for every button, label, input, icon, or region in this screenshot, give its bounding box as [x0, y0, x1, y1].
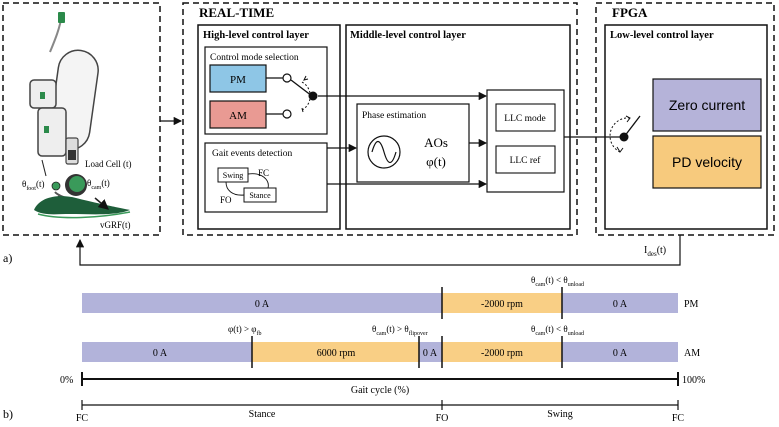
- llc-switch-direction-icon: [609, 117, 631, 153]
- realtime-panel: [182, 2, 578, 236]
- am-flipover-condition: θcam(t) > θflipover: [372, 324, 428, 337]
- cam-sensor-icon: [69, 176, 85, 192]
- am-unload-condition: θcam(t) < θunload: [531, 324, 584, 337]
- phase-stance-label: Stance: [249, 409, 276, 420]
- fpga-panel: [595, 2, 775, 236]
- ankle-prosthesis-illustration: [29, 12, 131, 219]
- high-level-layer: [197, 24, 341, 230]
- theta-foot-label: θfoot(t): [22, 179, 44, 192]
- aos-label: AOs: [424, 135, 448, 150]
- llc-switch-arm: [623, 115, 641, 138]
- am-segment-0a-mid: [419, 342, 442, 362]
- pd-velocity-block: [652, 135, 762, 189]
- am-segment-label-4: -2000 rpm: [481, 348, 523, 359]
- pm-segment-0a-end: [562, 293, 678, 313]
- pm-segment-neg2000: [442, 293, 562, 313]
- control-mode-selection-title: Control mode selection: [210, 53, 299, 63]
- am-segment-label-3: 0 A: [423, 348, 438, 359]
- pm-unload-condition: θcam(t) < θunload: [531, 275, 584, 288]
- pd-velocity-label: PD velocity: [672, 154, 742, 170]
- feedback-line: [75, 235, 681, 266]
- am-switch-contact: [282, 109, 292, 119]
- zero-current-label: Zero current: [669, 97, 745, 113]
- load-cell-label: Load Cell (t): [85, 159, 132, 169]
- low-level-title: Low-level control layer: [610, 30, 714, 41]
- am-segment-label-5: 0 A: [613, 348, 628, 359]
- panel-b-tag: b): [3, 407, 13, 421]
- pm-segment-label-2: -2000 rpm: [481, 299, 523, 310]
- middle-level-title: Middle-level control layer: [350, 30, 466, 41]
- phase-estimation-title: Phase estimation: [362, 111, 426, 121]
- middle-level-layer: [345, 24, 571, 230]
- mode-switch-direction-icon: [301, 81, 311, 111]
- high-level-title: High-level control layer: [203, 30, 309, 41]
- llc-mode-block: [495, 103, 556, 132]
- mode-switch-pivot: [308, 91, 318, 101]
- am-segment-0a-start: [82, 342, 252, 362]
- gait-axis-end: 100%: [682, 375, 705, 386]
- pm-segment-0a-start: [82, 293, 442, 313]
- mode-switch-arm: [290, 79, 313, 97]
- zero-current-block: [652, 78, 762, 132]
- fc-transition-label: FC: [258, 168, 269, 178]
- pm-row-label: PM: [684, 299, 699, 310]
- pm-block: [209, 64, 267, 93]
- swing-state-label: Swing: [223, 171, 243, 180]
- gait-axis-start: 0%: [60, 375, 73, 386]
- am-fb-condition: φ(t) > φfb: [228, 324, 261, 337]
- vgrf-label: vGRF(t): [100, 220, 131, 230]
- control-mode-selection-box: [204, 46, 328, 135]
- am-row-label: AM: [684, 348, 700, 359]
- llc-ref-label: LLC ref: [510, 155, 542, 166]
- foot-plate: [34, 196, 130, 215]
- am-segment-label-1: 0 A: [153, 348, 168, 359]
- pm-segment-label-1: 0 A: [255, 299, 270, 310]
- gait-events-box: [204, 142, 328, 213]
- stance-state-label: Stance: [249, 191, 271, 200]
- oscillator-icon: [367, 135, 401, 169]
- am-segment-6000: [252, 342, 419, 362]
- phi-label: φ(t): [426, 154, 446, 169]
- phase-fo: FO: [436, 413, 449, 424]
- realtime-title: REAL-TIME: [199, 5, 274, 20]
- phase-swing-label: Swing: [547, 409, 573, 420]
- gait-events-title: Gait events detection: [212, 149, 292, 159]
- panel-a-tag: a): [3, 251, 12, 265]
- low-level-layer: [604, 24, 768, 230]
- fo-transition-label: FO: [220, 195, 232, 205]
- gait-axis-label: Gait cycle (%): [351, 385, 409, 396]
- feedback-label: Ides(t): [644, 245, 666, 258]
- theta-cam-label: θcam(t): [87, 178, 110, 191]
- pm-block-label: PM: [230, 74, 246, 86]
- llc-mode-label: LLC mode: [504, 114, 545, 124]
- fpga-title: FPGA: [612, 5, 648, 20]
- cable-connector-icon: [58, 12, 65, 23]
- am-segment-0a-end: [562, 342, 678, 362]
- am-block-label: AM: [229, 110, 247, 122]
- foot-sensor-icon: [51, 181, 61, 191]
- llc-ref-block: [495, 145, 556, 174]
- device-panel: [2, 2, 161, 236]
- phase-fc-start: FC: [76, 413, 89, 424]
- am-segment-neg2000: [442, 342, 562, 362]
- pm-switch-contact: [282, 73, 292, 83]
- pm-segment-label-3: 0 A: [613, 299, 628, 310]
- swing-state: [217, 167, 249, 183]
- phase-fc-end: FC: [672, 413, 685, 424]
- am-segment-label-2: 6000 rpm: [317, 348, 356, 359]
